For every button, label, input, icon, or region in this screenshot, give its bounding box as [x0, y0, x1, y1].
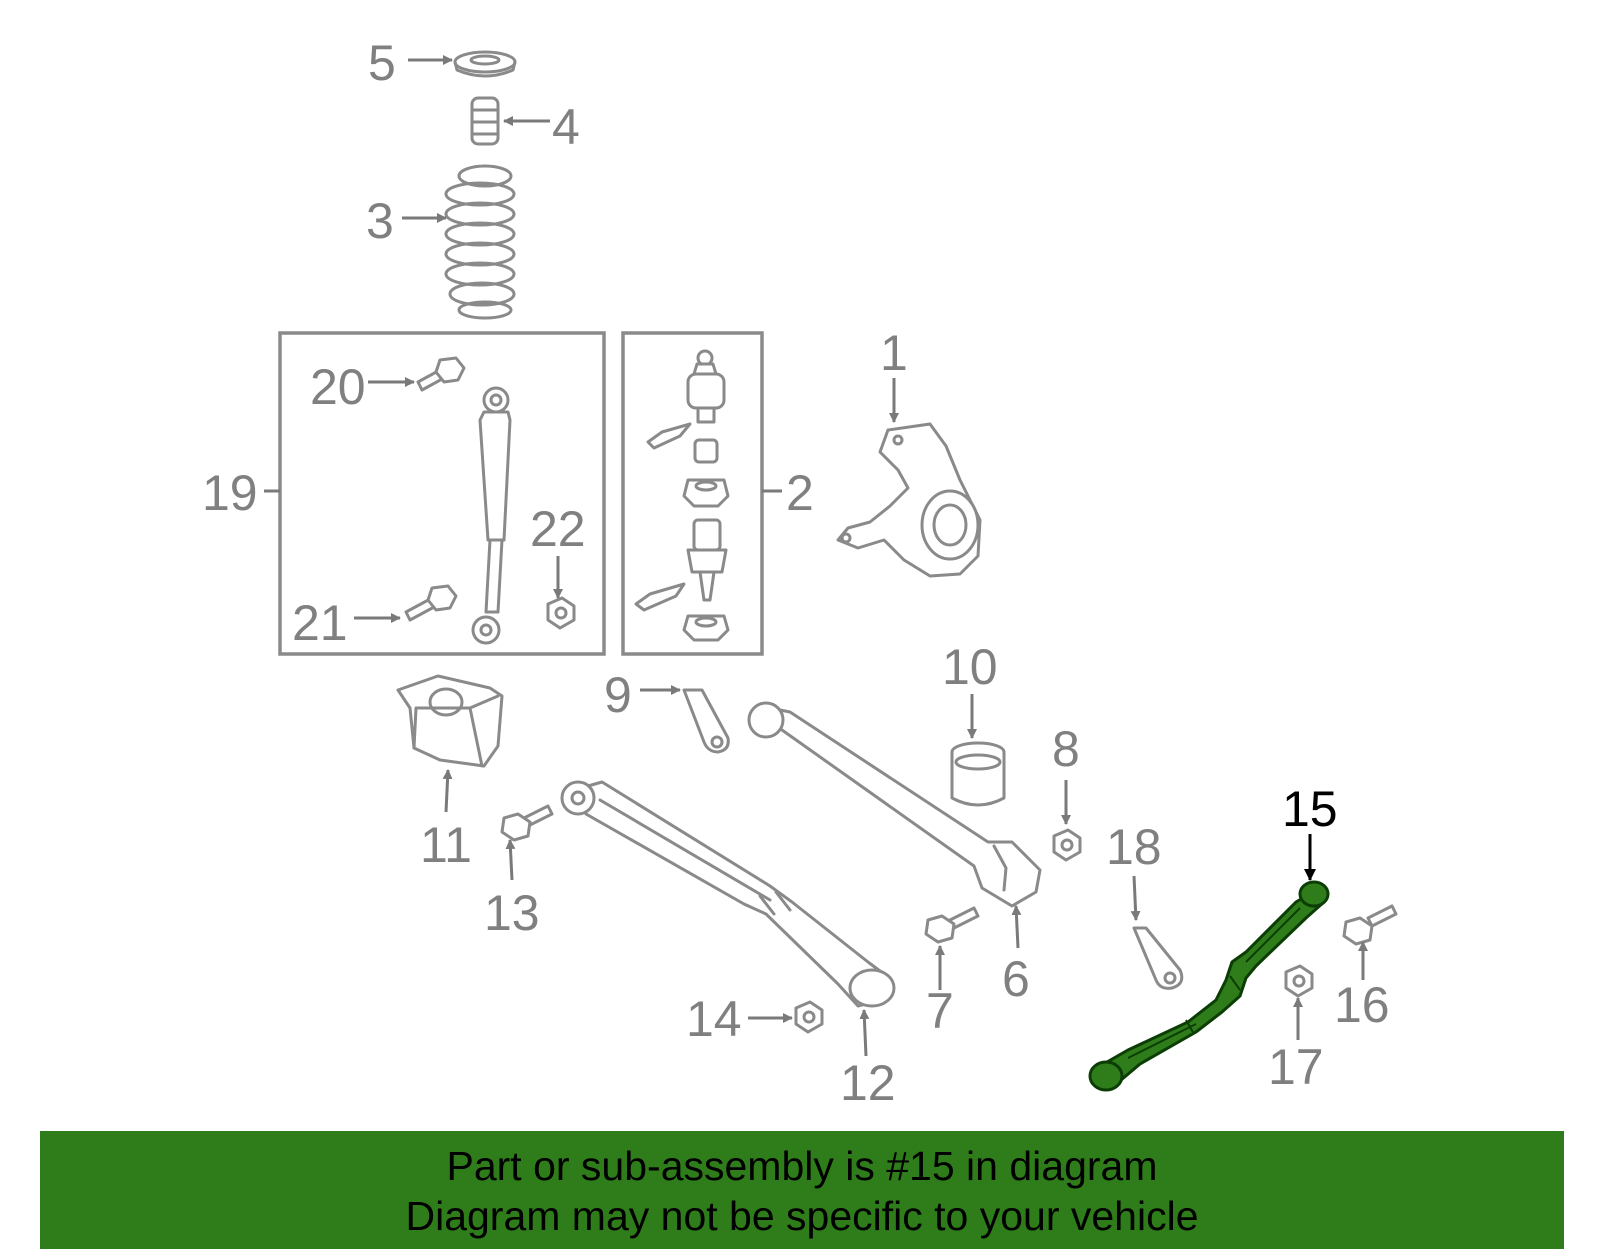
callout-15: 15 — [1282, 781, 1338, 837]
part-12-lower-control-arm — [560, 780, 896, 1008]
callout-22: 22 — [530, 501, 586, 557]
part-6-upper-control-arm — [747, 701, 1042, 908]
part-19-shock-absorber — [471, 386, 512, 645]
callout-11: 11 — [420, 817, 472, 873]
part-7-bolt — [924, 906, 980, 944]
callout-4: 4 — [552, 99, 580, 155]
part-3-coil-spring — [444, 164, 516, 320]
callout-21: 21 — [292, 595, 348, 651]
part-21-bolt — [404, 584, 458, 622]
callout-20: 20 — [310, 359, 366, 415]
part-9-link — [682, 688, 730, 754]
part-4-jounce-bumper — [470, 96, 500, 146]
banner-line-1: Part or sub-assembly is #15 in diagram — [446, 1143, 1158, 1189]
part-13-bolt — [500, 804, 554, 842]
group-box-2 — [621, 331, 764, 656]
leader-arrows — [264, 55, 1368, 1057]
part-2-ball-joint-kit — [634, 349, 730, 642]
callout-2: 2 — [786, 465, 814, 521]
part-14-nut — [794, 1000, 824, 1034]
part-22-nut — [546, 596, 576, 630]
callout-12: 12 — [840, 1055, 896, 1111]
part-16-bolt — [1342, 904, 1398, 946]
part-10-bushing — [950, 741, 1006, 807]
part-11-bracket — [396, 674, 504, 768]
callout-16: 16 — [1334, 977, 1390, 1033]
part-17-nut — [1284, 964, 1314, 998]
callout-3: 3 — [366, 193, 394, 249]
banner-line-2: Diagram may not be specific to your vehi… — [405, 1193, 1199, 1239]
part-8-nut — [1052, 828, 1082, 862]
callout-5: 5 — [368, 35, 396, 91]
part-5-spring-seat — [453, 50, 517, 78]
callout-13: 13 — [484, 885, 540, 941]
callout-9: 9 — [604, 667, 632, 723]
callout-6: 6 — [1002, 951, 1030, 1007]
callout-19: 19 — [202, 465, 258, 521]
callout-18: 18 — [1106, 819, 1162, 875]
part-15-track-bar-highlighted — [1088, 880, 1330, 1092]
callout-1: 1 — [880, 325, 908, 381]
callout-7: 7 — [926, 983, 954, 1039]
part-18-bracket — [1132, 926, 1184, 990]
info-banner: Part or sub-assembly is #15 in diagram D… — [40, 1131, 1564, 1249]
part-1-steering-knuckle — [836, 422, 982, 578]
part-20-bolt — [416, 356, 466, 392]
group-box-19 — [278, 331, 606, 656]
callout-17: 17 — [1268, 1039, 1324, 1095]
callout-8: 8 — [1052, 721, 1080, 777]
callout-14: 14 — [686, 991, 742, 1047]
callout-10: 10 — [942, 639, 998, 695]
